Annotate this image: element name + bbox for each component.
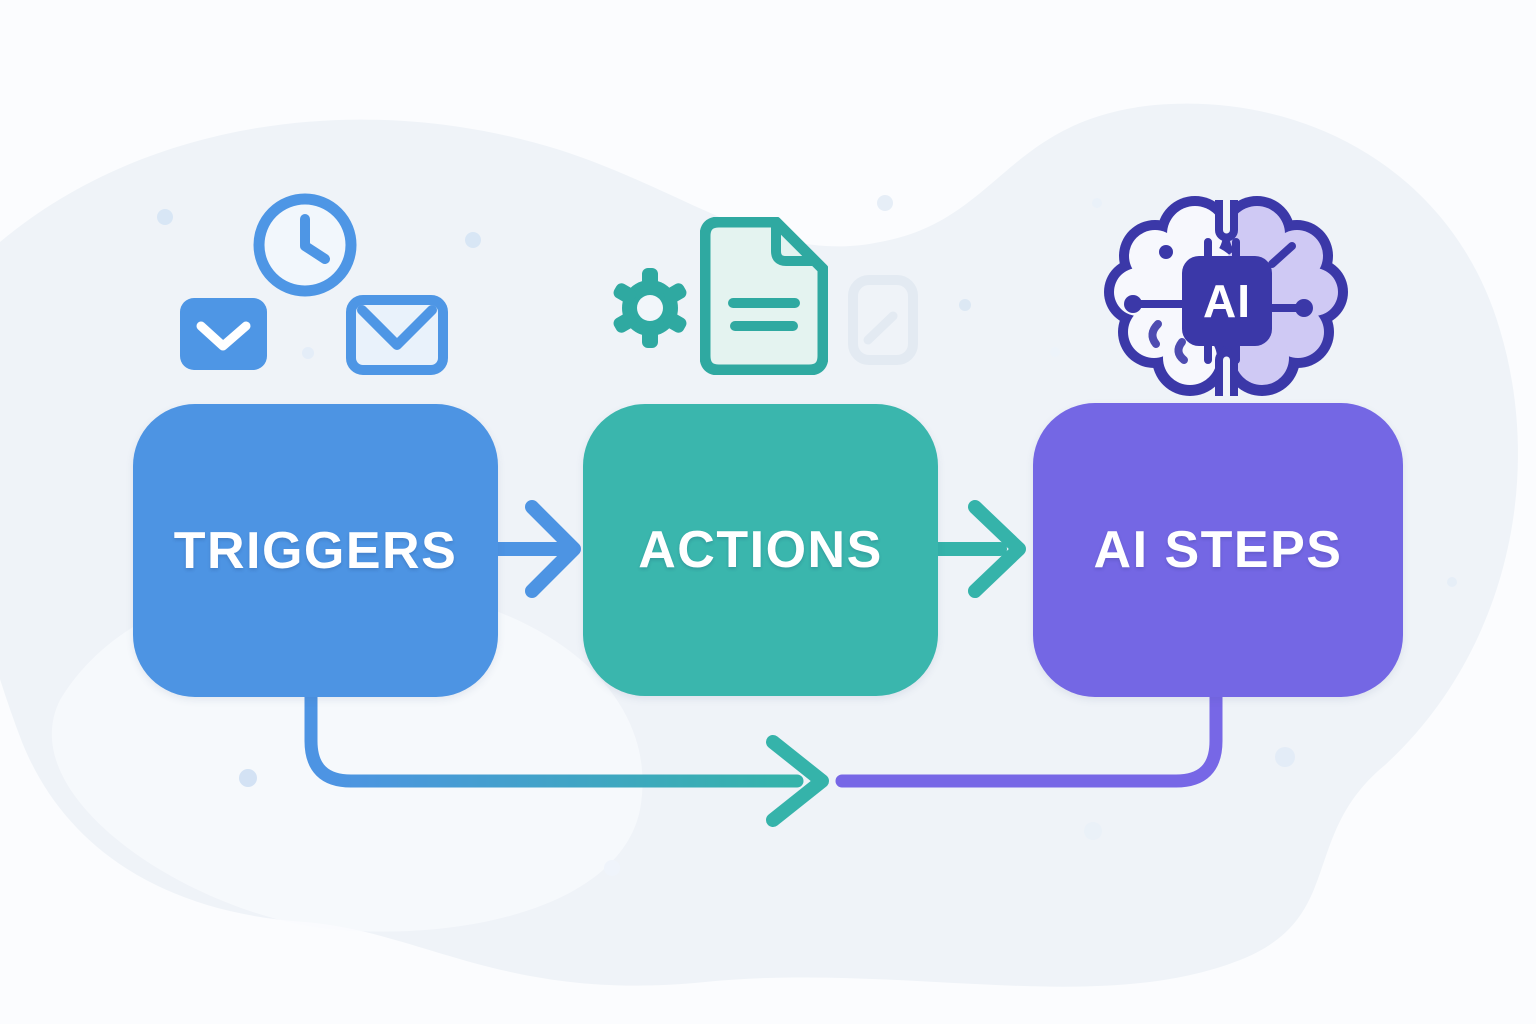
node-actions: ACTIONS bbox=[583, 404, 938, 696]
clock-icon bbox=[253, 193, 357, 297]
note-ghost-icon bbox=[848, 275, 918, 365]
decor-dot bbox=[157, 209, 173, 225]
decor-dot bbox=[465, 232, 481, 248]
decor-dot bbox=[1092, 198, 1102, 208]
decor-dot bbox=[959, 299, 971, 311]
decor-dot bbox=[604, 860, 620, 876]
mail-filled-icon bbox=[180, 298, 267, 370]
bottom-connector-gradient-segment bbox=[304, 687, 804, 788]
gear-icon bbox=[613, 268, 687, 348]
brain-ai-icon bbox=[1104, 196, 1348, 396]
node-actions-label: ACTIONS bbox=[638, 521, 883, 579]
mail-outline-icon bbox=[346, 295, 448, 375]
bottom-connector-purple-segment bbox=[835, 683, 1223, 788]
decor-dot bbox=[1084, 822, 1102, 840]
decor-dot bbox=[877, 195, 893, 211]
ai-chip-label: AI bbox=[1203, 275, 1251, 327]
node-ai-steps-label: AI STEPS bbox=[1093, 521, 1343, 579]
decor-dot bbox=[1050, 347, 1060, 357]
node-triggers: TRIGGERS bbox=[133, 404, 498, 697]
decor-dot bbox=[1447, 577, 1457, 587]
arrow-triggers-to-actions bbox=[490, 500, 581, 598]
node-triggers-label: TRIGGERS bbox=[173, 521, 458, 580]
decor-dot bbox=[1275, 747, 1295, 767]
document-icon bbox=[700, 217, 828, 375]
decor-dot bbox=[239, 769, 257, 787]
bottom-connector-arrowhead bbox=[766, 735, 829, 827]
arrow-actions-to-ai-steps bbox=[931, 500, 1026, 598]
node-ai-steps: AI STEPS bbox=[1033, 403, 1403, 697]
decor-dot bbox=[302, 347, 314, 359]
